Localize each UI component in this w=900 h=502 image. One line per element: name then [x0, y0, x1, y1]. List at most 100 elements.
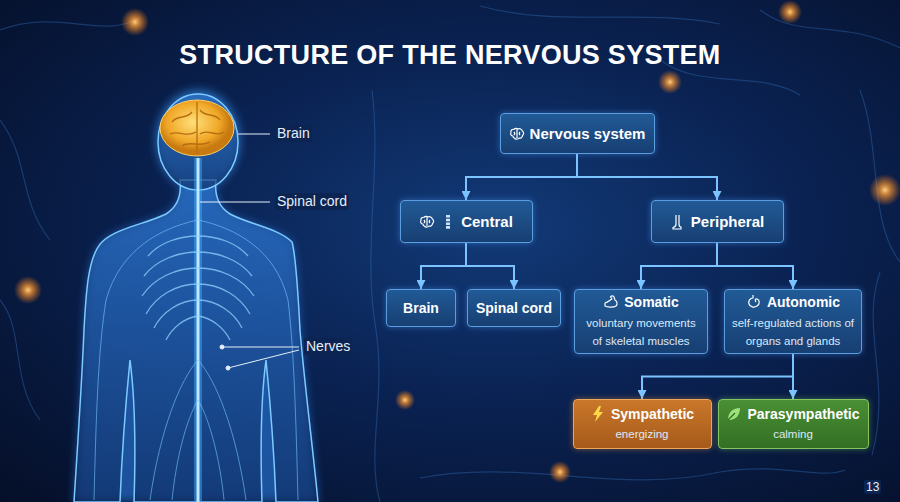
rib-cage [142, 236, 254, 340]
box-heading: Nervous system [530, 125, 646, 143]
rib-cage [144, 252, 198, 276]
brain-icon [510, 128, 523, 139]
muscle-icon [603, 294, 619, 310]
glow-spot [869, 174, 900, 206]
description-row: calming [725, 424, 862, 442]
heading-row: Brain [403, 300, 439, 317]
sympathetic-box: Sympatheticenergizing [573, 399, 712, 449]
connector-arrow [421, 243, 466, 289]
glow-spot [395, 390, 415, 410]
heading-row: Peripheral [670, 213, 764, 231]
neural-fibre [371, 90, 380, 502]
heading-row: Autonomic [746, 294, 840, 311]
connector-arrow [577, 154, 717, 200]
description-row: energizing [580, 424, 705, 442]
leaf-icon [728, 408, 740, 420]
glow-spot [121, 8, 149, 36]
bolt-icon [593, 406, 603, 422]
division-box: Central [400, 200, 533, 243]
glow-spot [778, 0, 802, 24]
heading-row: Parasympathetic [726, 406, 859, 423]
part-box: Brain [386, 289, 456, 327]
spinal-cord-shape [194, 158, 202, 502]
box-heading: Parasympathetic [747, 406, 859, 423]
rib-cage [166, 316, 198, 340]
glow-spot [14, 276, 42, 304]
leaf-icon [726, 406, 742, 422]
connector-arrow [466, 154, 577, 200]
spine-icon [446, 215, 450, 229]
rib-cage [198, 268, 254, 296]
rib-cage [142, 268, 198, 296]
stomach-icon [746, 294, 762, 310]
brain-icon [421, 216, 434, 227]
leader-line [220, 345, 224, 349]
box-description: calming [773, 428, 813, 440]
heading-row: Sympathetic [590, 406, 694, 423]
glow-spot [658, 70, 682, 94]
leader-line [226, 366, 230, 370]
spinal-cord-shape [198, 158, 199, 502]
heading-row: Spinal cord [476, 300, 552, 317]
nerve-branches [198, 360, 246, 500]
brain-shape [160, 100, 234, 156]
glow-spot [549, 461, 571, 483]
leader-line [228, 350, 299, 368]
body-outline [74, 94, 318, 502]
connector-arrow [792, 354, 794, 399]
box-description: self-regulated actions of organs and gla… [732, 317, 854, 347]
nerve-branches [150, 360, 198, 500]
leader-line [200, 134, 299, 370]
spine-icon [440, 214, 456, 230]
nerve-branches [198, 220, 298, 500]
heading-row: Central [419, 213, 513, 231]
branch-box: Somatic voluntary movements of skeletal m… [574, 289, 708, 354]
box-heading: Brain [403, 300, 439, 317]
bolt-icon [590, 406, 606, 422]
rib-cage [198, 284, 250, 314]
body-glow [74, 90, 318, 502]
connector-arrow [641, 243, 717, 289]
nerve-branches [198, 400, 224, 500]
part-box: Spinal cord [467, 289, 561, 327]
part-label: Nerves [304, 338, 352, 355]
box-heading: Sympathetic [611, 406, 694, 423]
neural-fibre [480, 6, 720, 24]
box-heading: Spinal cord [476, 300, 552, 317]
connector-arrow [642, 354, 793, 399]
rib-cage [198, 252, 252, 276]
slide-title: STRUCTURE OF THE NERVOUS SYSTEM [179, 40, 720, 70]
box-heading: Central [461, 213, 513, 231]
neural-fibre [0, 300, 40, 420]
heading-row: Nervous system [509, 125, 646, 143]
leader-line [238, 134, 270, 135]
brain-shape [160, 100, 234, 156]
neural-fibre [0, 18, 140, 30]
heading-row: Somatic [603, 294, 678, 311]
rib-cage [146, 284, 198, 314]
muscle-icon [605, 296, 617, 307]
neural-fibre [420, 469, 845, 480]
neural-fibre [860, 90, 900, 262]
branch-box: Autonomic self-regulated actions of organ… [724, 289, 862, 354]
rib-cage [154, 300, 198, 328]
part-label: Spinal cord [275, 193, 349, 210]
parasympathetic-box: Parasympathetic calming [718, 399, 869, 449]
part-label: Brain [275, 125, 312, 142]
brain-icon [419, 214, 435, 230]
neural-fibre [0, 120, 50, 240]
spinal-cord-shape [197, 158, 200, 502]
leader-line [200, 202, 270, 203]
box-heading: Peripheral [691, 213, 764, 231]
box-heading: Autonomic [767, 294, 840, 311]
rib-cage [198, 300, 242, 328]
box-heading: Somatic [624, 294, 678, 311]
leader-line [222, 347, 299, 348]
connector-arrow [466, 243, 514, 289]
box-description: voluntary movements of skeletal muscles [586, 317, 695, 347]
brain-shape [170, 102, 224, 154]
root-box: Nervous system [500, 113, 655, 154]
description-row: voluntary movements of skeletal muscles [581, 313, 701, 349]
nerve-branches [94, 220, 298, 500]
description-row: self-regulated actions of organs and gla… [731, 313, 855, 349]
